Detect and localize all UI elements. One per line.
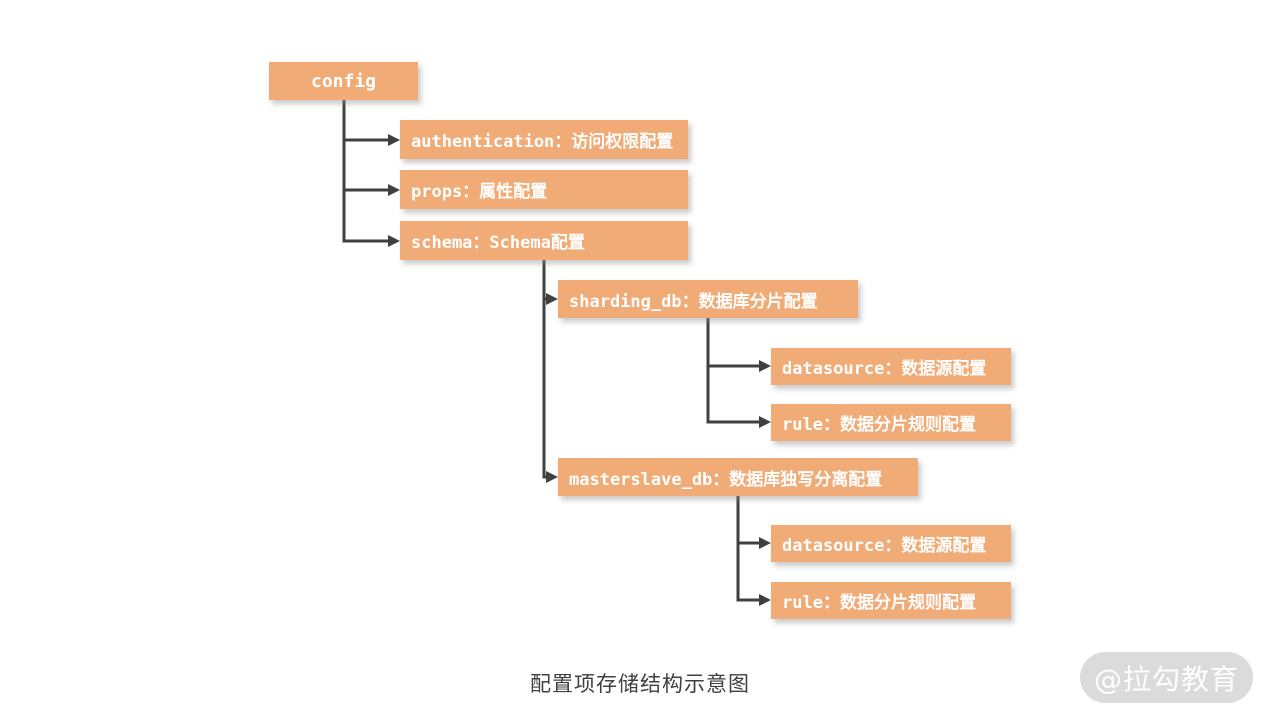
watermark-badge: @拉勾教育 (1080, 652, 1253, 703)
node-schema: schema：Schema配置 (400, 221, 688, 260)
edge-masterslave-datasource (736, 496, 771, 549)
node-sharding-rule: rule：数据分片规则配置 (771, 404, 1011, 441)
edge-config-authentication (342, 100, 400, 146)
node-authentication: authentication：访问权限配置 (400, 120, 688, 159)
node-masterslave-rule: rule：数据分片规则配置 (771, 582, 1011, 619)
node-props: props：属性配置 (400, 170, 688, 209)
node-sharding-datasource: datasource：数据源配置 (771, 348, 1011, 385)
edge-schema-masterslave-db (542, 299, 558, 483)
node-masterslave-datasource: datasource：数据源配置 (771, 525, 1011, 562)
edge-config-schema (342, 190, 400, 247)
edge-masterslave-rule (736, 543, 771, 606)
edge-sharding-datasource (706, 318, 771, 372)
node-masterslave-db: masterslave_db：数据库独写分离配置 (558, 458, 918, 496)
node-sharding-db: sharding_db：数据库分片配置 (558, 280, 858, 318)
edge-schema-sharding-db (542, 260, 558, 305)
edge-config-props (342, 140, 400, 196)
edge-sharding-rule (706, 366, 771, 428)
node-config: config (269, 62, 418, 100)
diagram-caption: 配置项存储结构示意图 (530, 672, 750, 696)
